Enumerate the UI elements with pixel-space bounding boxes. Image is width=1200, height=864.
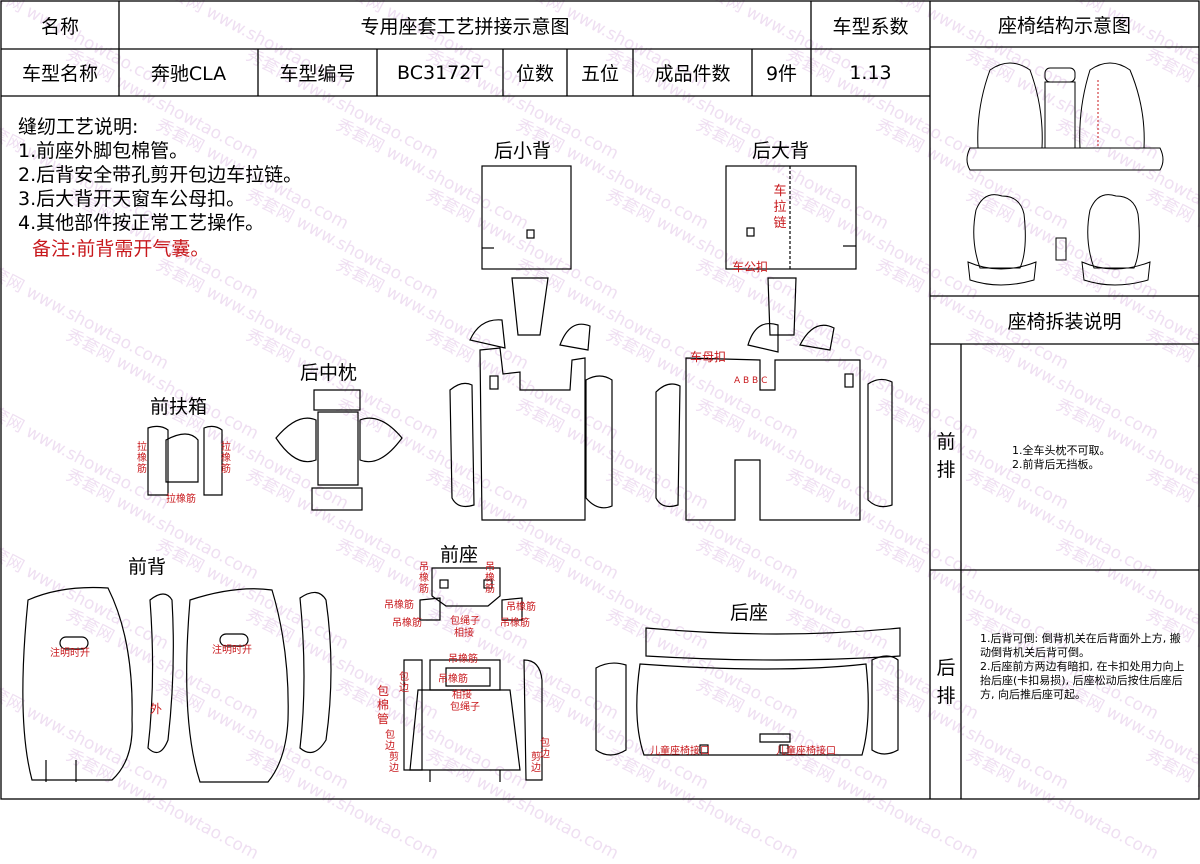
model-name: 奔驰CLA bbox=[150, 63, 227, 85]
cut-hem-note-2: 剪边 bbox=[531, 752, 541, 774]
rear-headrest-main bbox=[317, 411, 359, 486]
model-name-label: 车型名称 bbox=[21, 63, 98, 85]
hem-note-1: 包边 bbox=[399, 672, 409, 694]
hang-elastic-3: 吊橡筋 bbox=[384, 600, 414, 611]
rear-big-back-main bbox=[685, 357, 861, 521]
foam-tube-note: 包棉管 bbox=[376, 684, 389, 726]
rear-row-text: 1.后背可倒: 倒背机关在后背面外上方, 搬动倒背机关后背可倒。 2.后座前方两… bbox=[980, 632, 1185, 701]
cut-hem-note: 剪边 bbox=[389, 752, 399, 774]
tie-rope-note: 包绳子 bbox=[450, 616, 480, 627]
hang-elastic-4: 吊橡筋 bbox=[392, 618, 422, 629]
label-front-seat: 前座 bbox=[440, 544, 479, 566]
label-front-armrest: 前扶箱 bbox=[150, 396, 208, 418]
rear-row-label: 后排 bbox=[936, 657, 956, 707]
front-back-right bbox=[186, 588, 289, 783]
label-rear-small-back: 后小背 bbox=[494, 140, 552, 162]
label-rear-seat: 后座 bbox=[730, 602, 769, 624]
female-snap-note: 车母扣 bbox=[690, 350, 727, 364]
airbag-note-left: 注明时开 bbox=[50, 648, 90, 659]
seats-value: 五位 bbox=[580, 63, 619, 85]
front-back-left bbox=[22, 586, 133, 781]
armrest-elastic-right: 拉橡筋 bbox=[221, 442, 231, 475]
outer-note: 外 bbox=[150, 702, 163, 716]
disassembly-title: 座椅拆装说明 bbox=[1007, 310, 1122, 333]
rear-seat-main bbox=[636, 663, 869, 756]
join-note-2: 相接 bbox=[452, 690, 472, 701]
pieces-value: 9件 bbox=[765, 63, 798, 85]
child-seat-left: 儿童座椅接口 bbox=[650, 746, 710, 757]
male-snap-note: 车公扣 bbox=[732, 260, 769, 274]
instruction-remark: 备注:前背需开气囊。 bbox=[32, 238, 210, 260]
name-label: 名称 bbox=[40, 15, 79, 38]
child-seat-right: 儿童座椅接口 bbox=[776, 746, 836, 757]
pieces-label: 成品件数 bbox=[654, 63, 731, 85]
hem-note-2: 包边 bbox=[385, 730, 395, 752]
front-seat-top bbox=[431, 567, 501, 607]
front-row-text: 1.全车头枕不可取。 2.前背后无挡板。 bbox=[1012, 444, 1111, 471]
pattern-drawing bbox=[0, 0, 1200, 800]
hang-elastic-5: 吊橡筋 bbox=[506, 602, 536, 613]
instruction-3: 3.后大背开天窗车公母扣。 bbox=[18, 188, 246, 210]
rear-seat-top bbox=[645, 627, 901, 661]
hang-elastic-8: 吊橡筋 bbox=[438, 674, 468, 685]
armrest-elastic-bottom: 拉橡筋 bbox=[166, 494, 196, 505]
seat-structure-sketch bbox=[966, 62, 1164, 286]
armrest-elastic-left: 拉橡筋 bbox=[137, 442, 147, 475]
instruction-1: 1.前座外脚包棉管。 bbox=[18, 140, 189, 162]
instruction-2: 2.后背安全带孔剪开包边车拉链。 bbox=[18, 164, 303, 186]
join-note: 相接 bbox=[454, 628, 474, 639]
label-front-back: 前背 bbox=[128, 556, 167, 578]
instructions-title: 缝纫工艺说明: bbox=[18, 116, 139, 138]
pattern-pieces bbox=[22, 165, 901, 783]
hem-note-3: 包边 bbox=[540, 738, 550, 760]
seats-label: 位数 bbox=[515, 63, 554, 85]
rear-small-back-main bbox=[479, 347, 586, 521]
factor-label: 车型系数 bbox=[832, 15, 909, 38]
hang-elastic-1: 吊橡筋 bbox=[419, 562, 429, 595]
hang-elastic-7: 吊橡筋 bbox=[448, 654, 478, 665]
label-rear-big-back: 后大背 bbox=[752, 140, 810, 162]
factor-value: 1.13 bbox=[849, 61, 892, 84]
rear-big-back-panel bbox=[725, 165, 857, 270]
front-row-label: 前排 bbox=[936, 431, 956, 481]
hang-elastic-2: 吊橡筋 bbox=[485, 562, 495, 595]
hang-elastic-6: 吊橡筋 bbox=[500, 618, 530, 629]
instruction-4: 4.其他部件按正常工艺操作。 bbox=[18, 212, 265, 234]
abc-marks: A B B C bbox=[734, 376, 768, 386]
structure-title: 座椅结构示意图 bbox=[997, 14, 1131, 37]
model-code-label: 车型编号 bbox=[279, 63, 356, 85]
model-code: BC3172T bbox=[397, 61, 483, 84]
label-rear-headrest: 后中枕 bbox=[300, 362, 358, 384]
zipper-note: 车拉链 bbox=[773, 184, 787, 231]
table-grid bbox=[0, 0, 1200, 800]
tie-rope-note-2: 包绳子 bbox=[450, 702, 480, 713]
front-seat-main bbox=[409, 689, 521, 771]
airbag-note-right: 注明时开 bbox=[212, 645, 252, 656]
rear-small-back-panel bbox=[481, 165, 572, 270]
page-title: 专用座套工艺拼接示意图 bbox=[360, 15, 570, 38]
